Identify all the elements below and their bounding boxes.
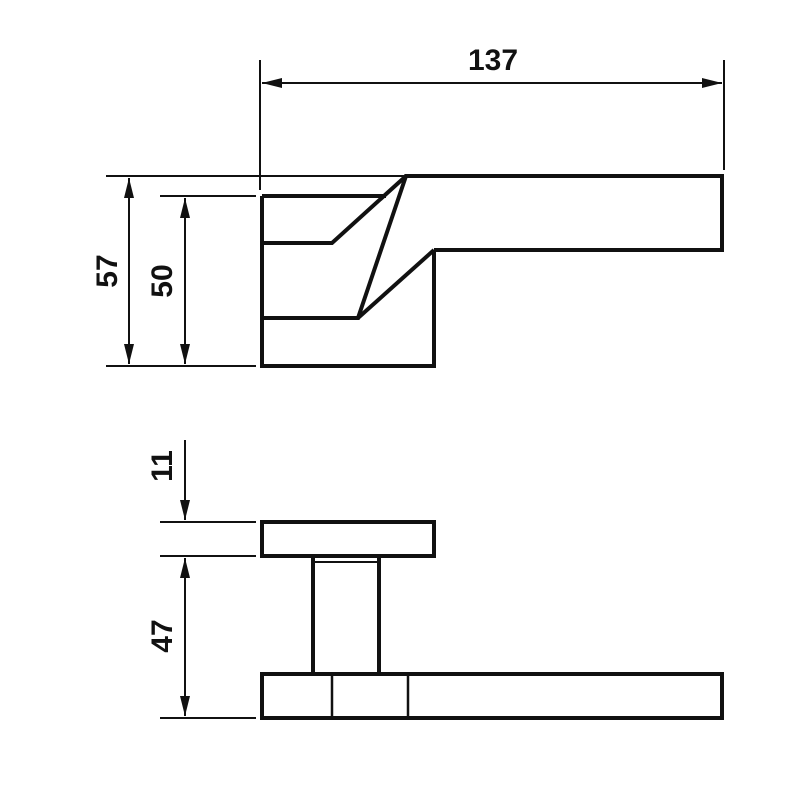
dimension-lever-thickness: 11 bbox=[146, 440, 256, 578]
dimension-label-11: 11 bbox=[146, 450, 179, 482]
dimension-label-137: 137 bbox=[468, 44, 518, 77]
side-elevation-view bbox=[260, 174, 724, 368]
lever-neck-lower bbox=[356, 248, 436, 320]
rose-plate bbox=[260, 520, 436, 558]
lever-outline bbox=[262, 174, 724, 320]
plan-view bbox=[260, 520, 724, 720]
spindle-neck bbox=[311, 558, 381, 674]
lever-bar bbox=[260, 672, 724, 720]
rose-outline bbox=[260, 196, 436, 368]
dimension-projection: 47 bbox=[146, 558, 256, 719]
lever-neck bbox=[262, 174, 408, 245]
dimension-rose-height: 50 bbox=[146, 195, 256, 364]
dimension-overall-height: 57 bbox=[91, 175, 404, 367]
dimension-label-47: 47 bbox=[146, 619, 179, 652]
dimension-label-57: 57 bbox=[91, 254, 124, 287]
dimension-overall-length: 137 bbox=[259, 44, 725, 190]
dimension-label-50: 50 bbox=[146, 264, 179, 297]
